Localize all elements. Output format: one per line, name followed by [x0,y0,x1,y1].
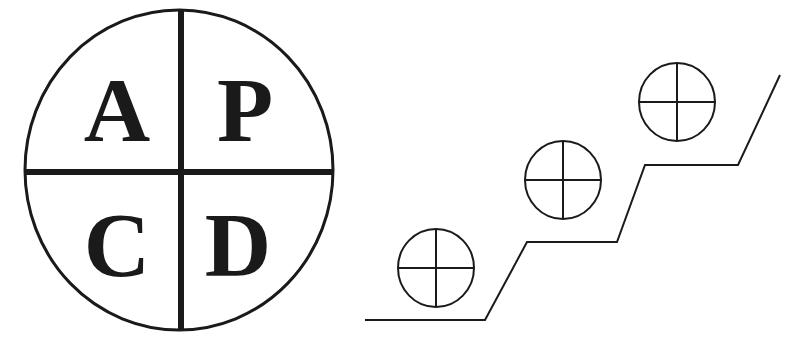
small-cycle-circle [525,141,601,219]
quadrant-cell: C [80,195,155,295]
phase-letter: A [84,64,150,156]
circle-border [25,10,333,330]
small-cycle-circle [398,229,474,307]
phase-letter: C [84,199,150,291]
phase-letter: D [205,199,271,291]
quadrant-divider [25,169,333,175]
quadrant-cell: D [201,195,276,295]
quadrant-cell: P [213,60,278,160]
phase-letter: P [217,64,273,156]
circle-outline [23,8,335,332]
small-cycle-circle [639,63,715,141]
quadrant-cell: A [80,60,155,160]
staircase-line [365,75,780,320]
pdca-circle: APCD [23,8,335,332]
